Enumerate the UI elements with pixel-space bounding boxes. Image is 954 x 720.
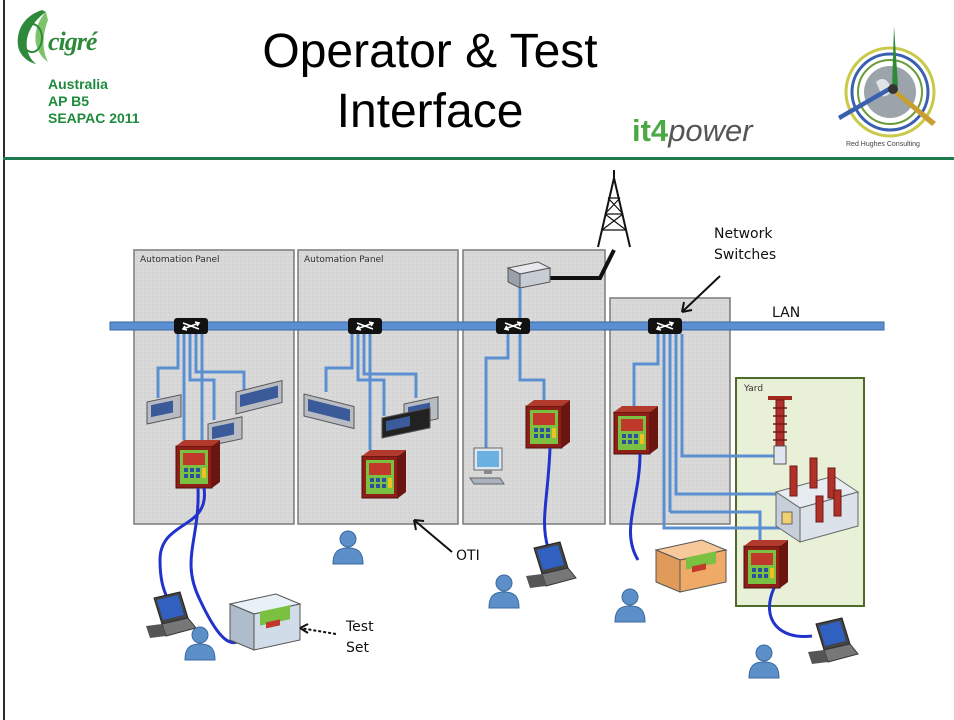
panel-4-cables bbox=[632, 334, 790, 540]
org-line-event: SEAPAC 2011 bbox=[48, 110, 140, 126]
panel-1-cables bbox=[156, 334, 246, 440]
cigre-logo-icon bbox=[17, 10, 48, 64]
test-set-line-2: Set bbox=[346, 640, 369, 656]
network-switches-line-1: Network bbox=[714, 226, 773, 242]
laptop-icon bbox=[145, 591, 197, 639]
oti-terminal-icon bbox=[361, 449, 407, 499]
test-set-label: Test Set bbox=[346, 617, 374, 659]
panel-2-cables bbox=[324, 334, 418, 450]
rhc-logo-icon bbox=[838, 26, 936, 138]
rhc-caption: Red Hughes Consulting bbox=[846, 141, 920, 148]
ied-icon bbox=[235, 379, 283, 415]
antenna-cable bbox=[548, 249, 616, 280]
title-line-1: Operator & Test bbox=[262, 25, 598, 78]
network-switches-line-2: Switches bbox=[714, 247, 777, 263]
lan-label: LAN bbox=[772, 305, 801, 321]
network-switch-icon bbox=[347, 317, 383, 335]
slide-title: Operator & Test Interface bbox=[230, 22, 630, 142]
slide-left-border bbox=[3, 0, 5, 720]
person-icon bbox=[748, 644, 780, 679]
network-switches-label: Network Switches bbox=[714, 224, 776, 266]
person-icon bbox=[184, 626, 216, 661]
test-set-icon bbox=[654, 539, 728, 593]
transformer-icon bbox=[774, 457, 860, 543]
it4power-logo: it4power bbox=[632, 113, 753, 149]
server-icon bbox=[506, 261, 552, 289]
oti-terminal-icon bbox=[175, 439, 221, 489]
circuit-breaker-icon bbox=[768, 396, 792, 465]
network-switch-icon bbox=[173, 317, 209, 335]
person-icon bbox=[614, 588, 646, 623]
automation-panel-1-label: Automation Panel bbox=[140, 255, 220, 265]
it4power-power: power bbox=[668, 113, 753, 148]
org-info: Australia AP B5 SEAPAC 2011 bbox=[48, 76, 140, 127]
network-switch-icon bbox=[647, 317, 683, 335]
org-line-committee: AP B5 bbox=[48, 93, 89, 109]
oti-label: OTI bbox=[456, 548, 480, 564]
it4power-it: it4 bbox=[632, 113, 669, 148]
header-divider bbox=[3, 157, 954, 160]
cigre-logo-text: cigré bbox=[48, 27, 97, 56]
org-line-country: Australia bbox=[48, 76, 108, 92]
panel-3-cables bbox=[484, 334, 546, 448]
title-line-2: Interface bbox=[336, 85, 524, 138]
yard-label: Yard bbox=[744, 384, 764, 394]
laptop-icon bbox=[807, 617, 859, 665]
oti-terminal-icon bbox=[613, 405, 659, 455]
callout-arrows bbox=[299, 275, 721, 635]
test-set-icon bbox=[228, 593, 302, 651]
ied-icon bbox=[303, 393, 355, 430]
desktop-computer-icon bbox=[469, 447, 505, 485]
laptop-icon bbox=[525, 541, 577, 589]
automation-panel-2-label: Automation Panel bbox=[304, 255, 384, 265]
test-set-line-1: Test bbox=[346, 619, 374, 635]
oti-terminal-icon bbox=[743, 539, 789, 589]
network-switch-icon bbox=[495, 317, 531, 335]
person-icon bbox=[488, 574, 520, 609]
antenna-tower-icon bbox=[597, 170, 631, 248]
ied-icon bbox=[381, 407, 431, 439]
oti-terminal-icon bbox=[525, 399, 571, 449]
person-icon bbox=[332, 530, 364, 565]
